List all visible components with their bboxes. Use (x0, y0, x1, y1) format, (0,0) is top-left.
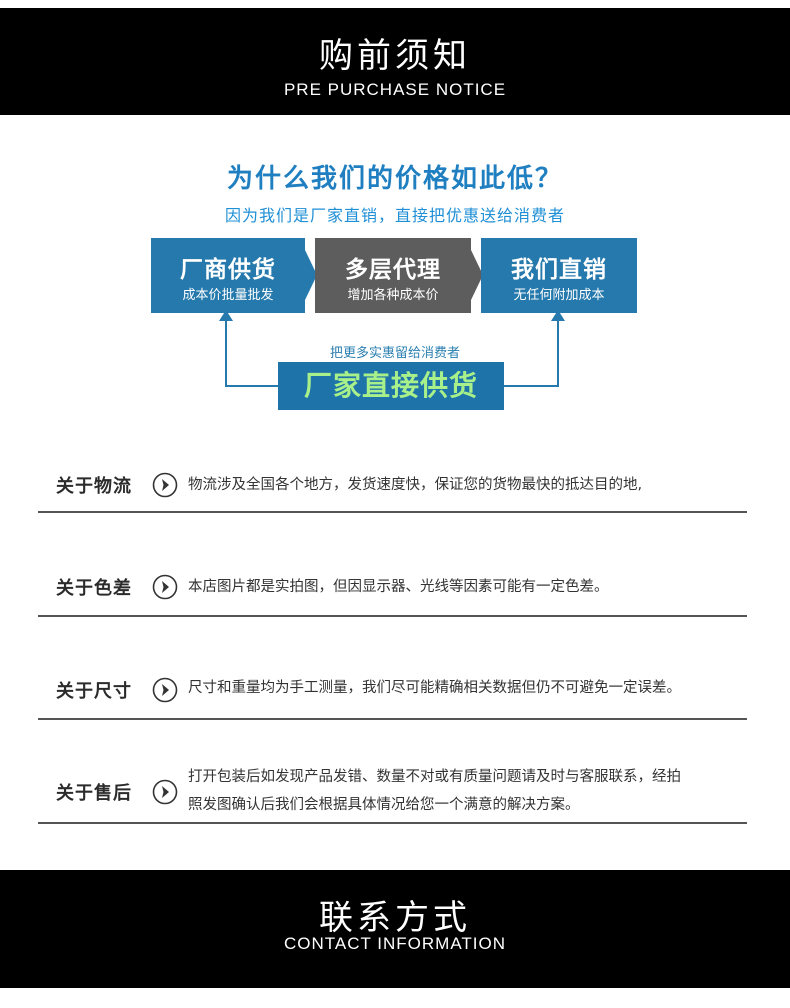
box-sub: 增加各种成本价 (347, 288, 439, 303)
price-question: 为什么我们的价格如此低？ (226, 164, 563, 194)
notice-label: 关于尺寸 (56, 681, 132, 702)
left-flow-arrow (225, 320, 278, 387)
notice-label: 关于售后 (56, 783, 132, 804)
chevron-arrow-icon (305, 250, 317, 300)
direct-supply-label: 厂家直接供货 (303, 369, 478, 402)
chevron-right-circle-icon (152, 472, 178, 498)
notice-text-line-1: 打开包装后如发现产品发错、数量不对或有质量问题请及时与客服联系，经拍 (188, 769, 681, 785)
right-arrow-head-icon (551, 310, 565, 321)
box-direct-sale: 我们直销 无任何附加成本 (481, 238, 637, 313)
chevron-arrow-icon (471, 250, 483, 300)
divider (38, 822, 747, 824)
chevron-right-circle-icon (152, 677, 178, 703)
box-title: 厂商供货 (180, 257, 276, 283)
banner-title-en: PRE PURCHASE NOTICE (283, 80, 507, 99)
notice-text: 本店图片都是实拍图，但因显示器、光线等因素可能有一定色差。 (188, 579, 609, 595)
right-flow-arrow (504, 320, 559, 387)
chevron-right-circle-icon (152, 779, 178, 805)
banner-title-cn: 购前须知 (319, 36, 471, 76)
top-banner: 购前须知 PRE PURCHASE NOTICE (0, 8, 790, 115)
price-subtitle: 因为我们是厂家直销，直接把优惠送给消费者 (224, 206, 565, 225)
flow-arrows (219, 310, 565, 387)
notice-text: 物流涉及全国各个地方，发货速度快，保证您的货物最快的抵达目的地, (188, 477, 643, 493)
divider (38, 511, 747, 513)
notice-label: 关于色差 (56, 578, 132, 599)
divider (38, 615, 747, 617)
box-manufacturer: 厂商供货 成本价批量批发 (151, 238, 305, 313)
box-sub: 无任何附加成本 (513, 288, 605, 303)
banner-title-cn: 联系方式 (319, 898, 471, 938)
box-agents: 多层代理 增加各种成本价 (315, 238, 471, 313)
banner-title-en: CONTACT INFORMATION (283, 934, 507, 953)
notice-label: 关于物流 (56, 476, 132, 497)
box-title: 多层代理 (345, 257, 441, 283)
box-sub: 成本价批量批发 (182, 288, 274, 303)
chevron-right-circle-icon (152, 574, 178, 600)
keep-benefits-note: 把更多实惠留给消费者 (329, 346, 460, 361)
left-arrow-head-icon (219, 310, 233, 321)
direct-supply-box: 厂家直接供货 (278, 362, 504, 410)
notice-text-line-2: 照发图确认后我们会根据具体情况给您一个满意的解决方案。 (188, 797, 580, 813)
box-title: 我们直销 (511, 257, 607, 283)
divider (38, 718, 747, 720)
bottom-banner: 联系方式 CONTACT INFORMATION (0, 870, 790, 988)
notice-text: 尺寸和重量均为手工测量，我们尽可能精确相关数据但仍不可避免一定误差。 (188, 680, 681, 696)
